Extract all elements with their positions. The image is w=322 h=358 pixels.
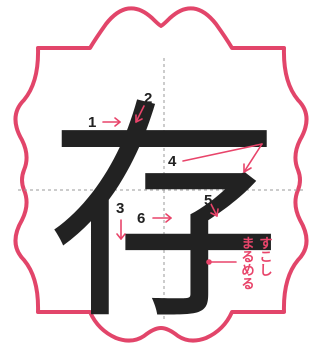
note-column-2: まるめる <box>238 236 255 291</box>
arrow-right-icon <box>152 213 172 223</box>
stroke-arrows <box>102 105 263 265</box>
stroke-number-2: 2 <box>144 90 152 107</box>
arrow-right-icon <box>182 143 263 162</box>
stroke-number-4: 4 <box>168 153 177 170</box>
arrow-down-left-icon <box>135 105 145 123</box>
scalloped-frame <box>13 6 309 343</box>
stroke-number-3: 3 <box>116 200 124 217</box>
arrow-down-left-icon <box>243 143 263 173</box>
arrow-down-icon <box>116 219 126 240</box>
arrow-down-right-icon <box>210 203 219 217</box>
stroke-number-5: 5 <box>204 192 212 209</box>
arrow-pointer-icon <box>206 259 237 265</box>
stroke-number-6: 6 <box>137 210 145 227</box>
kanji-character: 存 <box>47 80 281 352</box>
stroke-number-1: 1 <box>88 114 96 131</box>
arrow-right-icon <box>102 117 121 127</box>
note-column-1: すこし <box>256 236 272 277</box>
